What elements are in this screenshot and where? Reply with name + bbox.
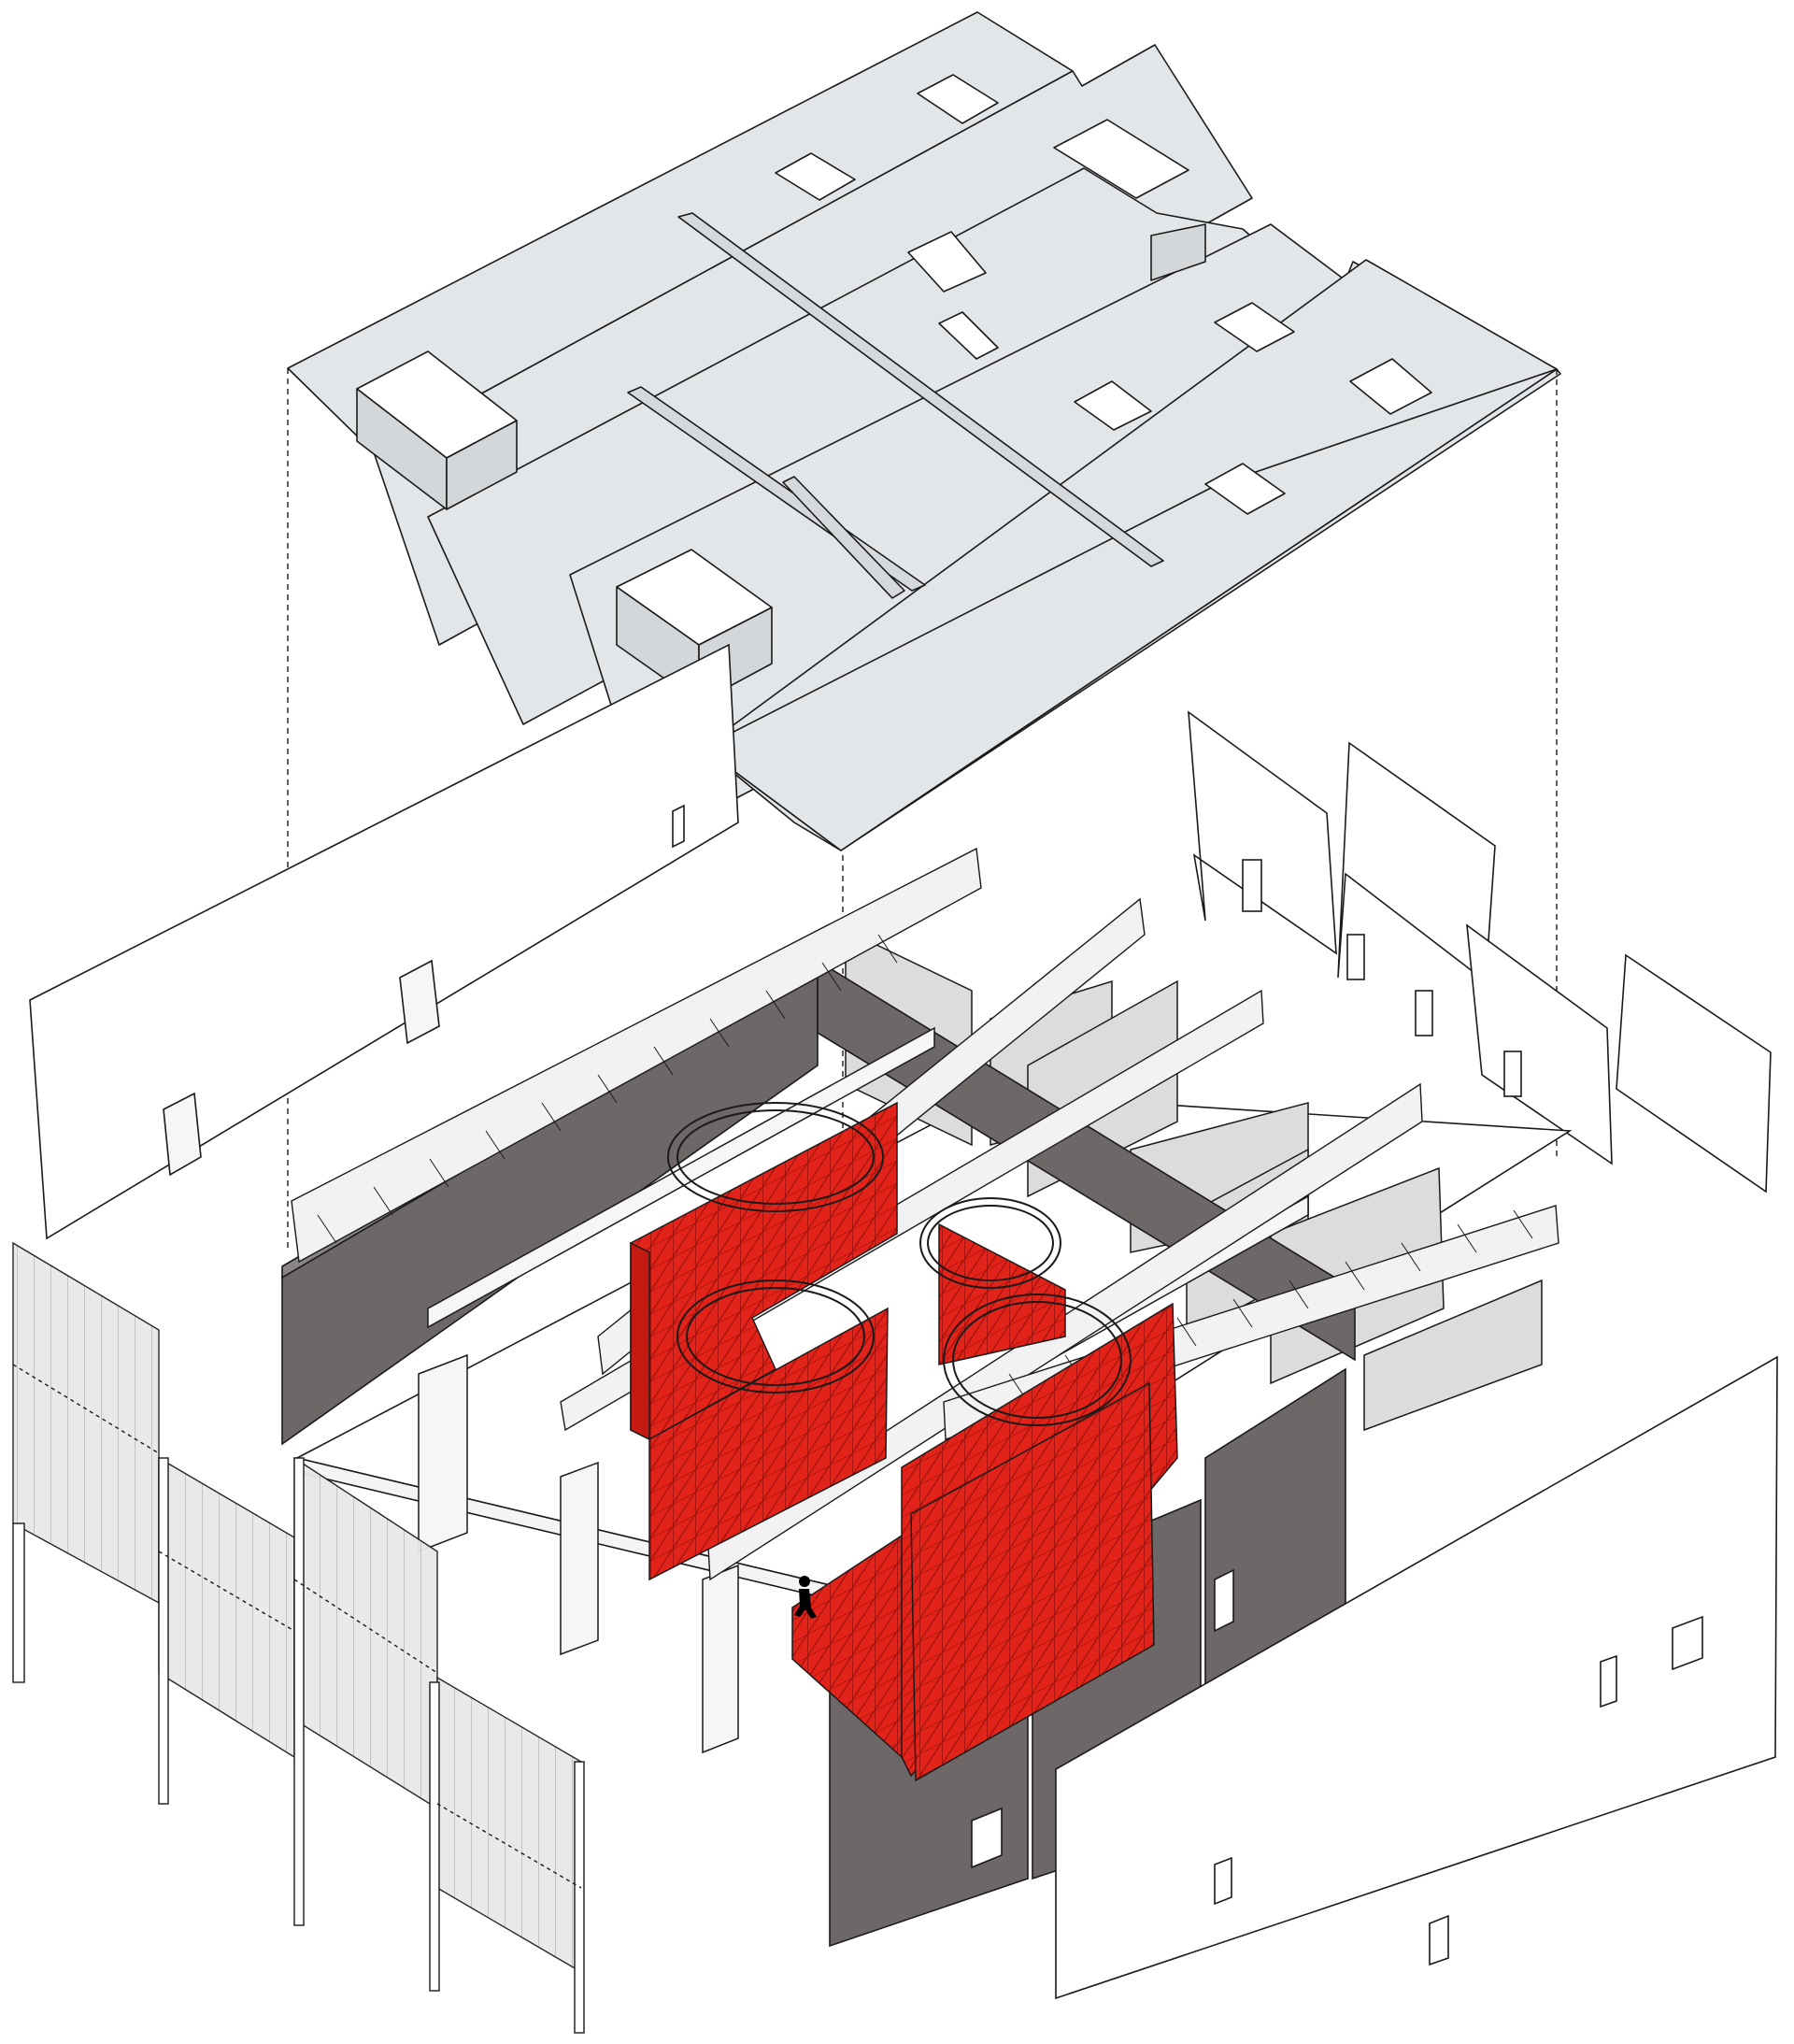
partition-back-7 [1363,1279,1543,1432]
screen-panel-1 [12,1241,160,1605]
screen-post-1 [12,1522,25,1683]
truss-1 [291,847,982,1264]
front-right-wall-door-4 [1214,1856,1232,1906]
human-figure-icon [794,1576,817,1619]
wall-unit-2 [163,1092,202,1177]
screen-post-3 [293,1457,305,1926]
arc-ring-1 [667,1102,884,1212]
left-back-wall-panel [29,643,739,1240]
skylight-11 [938,311,999,360]
arc-ring-1-inner [676,1109,875,1205]
wall-unit-1 [399,959,440,1045]
front-right-wall-door-1 [1429,1914,1449,1966]
left-back-wall [29,643,739,1240]
arc-ring-2-inner [927,1205,1054,1281]
right-wall-door-2 [1346,934,1365,980]
screen-post-5 [574,1761,585,2034]
arc-ring-3-inner [686,1287,865,1386]
skylight-6 [1074,380,1152,431]
right-wall-panel-2 [1337,741,1496,983]
screen-panel-2 [158,1456,295,1759]
skylights [356,74,1432,646]
right-wall-panel-4 [1616,953,1772,1194]
dark-wall-front-right-notch [1214,1568,1234,1633]
arc-ring-2 [919,1197,1061,1289]
front-left-screens [12,1241,585,2034]
skylight-2 [775,152,856,201]
right-back-walls [1188,710,1772,1194]
right-wall-panel-3 [1466,923,1613,1165]
dark-wall-front-left-notch [971,1807,1003,1869]
arc-ring-3 [676,1279,875,1394]
skylight-8 [1204,463,1286,515]
roof-strip-1 [677,212,1164,567]
arc-ring-4 [943,1294,1132,1426]
white-partition-2 [560,1461,599,1656]
front-right-wall-door-3 [1672,1615,1703,1671]
white-partition-3 [702,1564,739,1754]
front-right-wall-door-2 [1600,1654,1617,1708]
red-shelving [630,1101,1178,1782]
roof-strip-3 [782,476,905,599]
right-wall-door-1 [1242,859,1262,912]
arc-ring-4-inner [952,1301,1122,1419]
screen-post-4 [429,1681,440,1992]
screen-dashed-rails [12,1364,582,1889]
front-right-wall [1055,1355,1778,2000]
screen-post-2 [158,1457,169,1805]
skylight-well-3 [1150,223,1206,281]
curved-arcs [667,1102,1132,1426]
white-partition-4 [427,1026,935,1329]
skylight-3 [1053,119,1189,199]
truss-webs [317,934,1533,1403]
skylight-7 [1349,358,1432,415]
wall-door-1 [672,804,685,849]
screen-panel-4 [436,1676,582,1974]
white-partition-1 [418,1353,468,1553]
skylight-well-1b [446,420,518,510]
skylight-4 [907,231,987,293]
front-right-wall-panel [1055,1355,1778,2000]
shelf-block-1-end [630,1241,650,1441]
right-wall-door-3 [1415,990,1433,1036]
shelf-block-3 [938,1222,1066,1365]
skylight-5 [1214,302,1295,352]
right-wall-door-4 [1503,1051,1522,1097]
screen-panel-3 [293,1456,438,1810]
roof-assembly [287,11,1561,851]
screen-posts [12,1457,585,2034]
shelf-block-5-front [910,1381,1155,1782]
right-wall-panel-1 [1188,710,1337,955]
skylight-1 [917,74,999,124]
